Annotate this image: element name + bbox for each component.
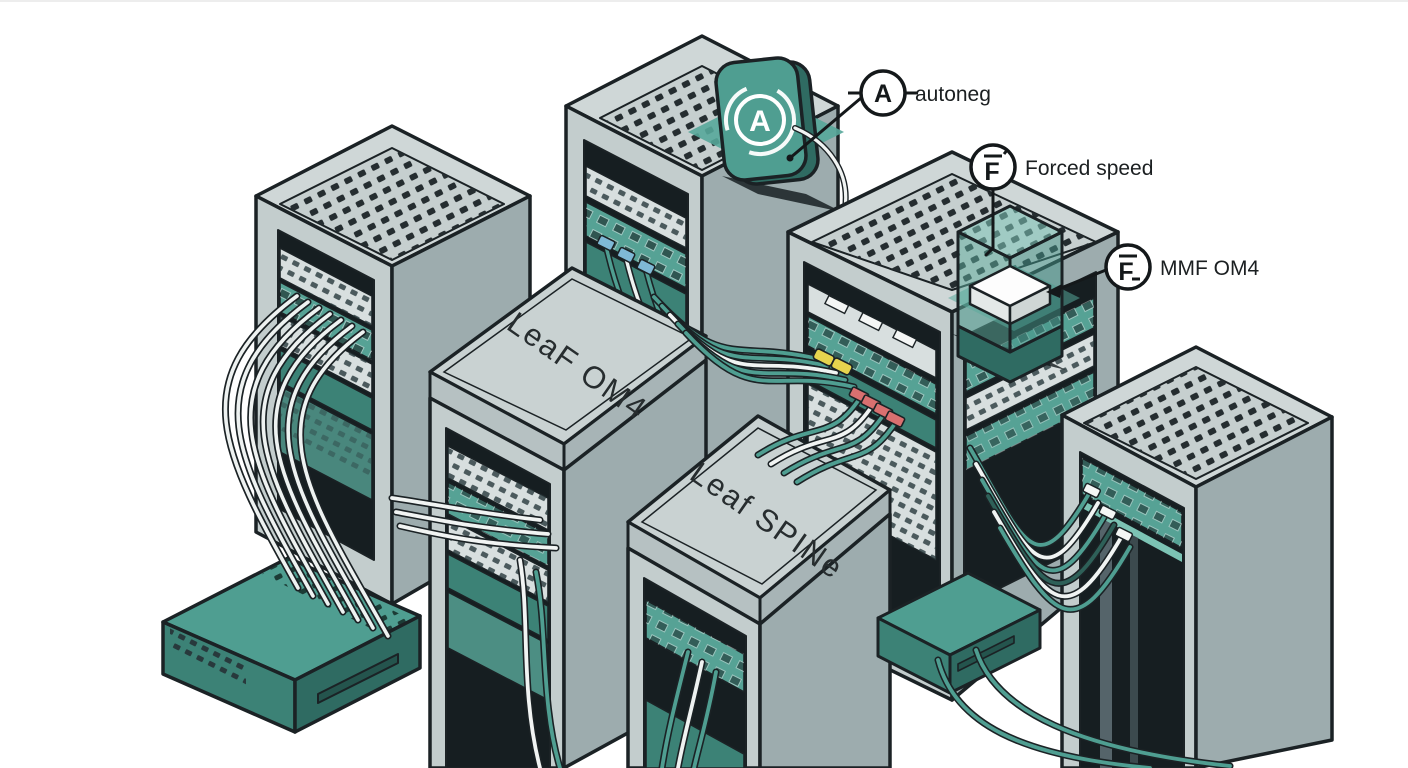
cable-bundle-forced-to-spine	[754, 386, 906, 486]
cable-bundle-left-rack-to-box	[221, 292, 392, 640]
forced-speed-icon-glyph: F	[984, 158, 999, 186]
circled-a-icon	[859, 69, 907, 117]
cable-bundle-into-leaf-om4	[388, 494, 560, 552]
callout-mmf-om4: F MMF OM4	[1046, 243, 1259, 298]
cable-bundle-forced-to-right-rack	[966, 444, 1134, 613]
cable-sweep-bottom-right	[934, 646, 1234, 768]
leader-dot	[786, 154, 794, 162]
callout-autoneg: A autoneg	[786, 69, 991, 162]
box-slot	[957, 635, 1015, 672]
white-connector-tips	[1082, 482, 1134, 543]
badge-glyph: A	[749, 105, 771, 138]
f-tick	[1002, 148, 1010, 155]
optic-cube	[968, 264, 1052, 326]
red-connectors	[848, 386, 906, 428]
badge-cable	[793, 126, 848, 210]
mmf-om4-icon-glyph: F	[1118, 258, 1133, 286]
badge-arc-ring	[724, 84, 796, 156]
rack-post	[1130, 534, 1138, 768]
leader-line	[1054, 268, 1108, 292]
rack-leaf-spine: Leaf SPINe	[626, 414, 892, 768]
mmf-om4-transceiver	[956, 204, 1064, 384]
rack-right	[1060, 345, 1334, 768]
autoneg-badge: A	[714, 56, 820, 186]
yellow-connectors	[812, 348, 853, 376]
leader-arrow	[1046, 284, 1062, 298]
mmf-om4-label: MMF OM4	[1160, 257, 1259, 280]
leader-line	[984, 188, 995, 257]
leaf-om4-inner-cables	[516, 556, 564, 768]
cable-bundle-autoneg-to-forced	[650, 293, 858, 391]
top-hairline	[0, 0, 1408, 2]
autoneg-icon-glyph: A	[874, 80, 892, 108]
autoneg-label: autoneg	[915, 83, 991, 106]
leader-line	[788, 96, 863, 160]
callout-forced-speed: F Forced speed	[969, 143, 1153, 257]
forced-speed-label: Forced speed	[1025, 157, 1153, 180]
badge-circle	[734, 94, 786, 146]
circled-f-bar-icon	[969, 143, 1017, 191]
leaf-spine-down-cables	[658, 648, 720, 768]
switch-box-right	[876, 571, 1042, 695]
box-slot	[317, 653, 399, 704]
